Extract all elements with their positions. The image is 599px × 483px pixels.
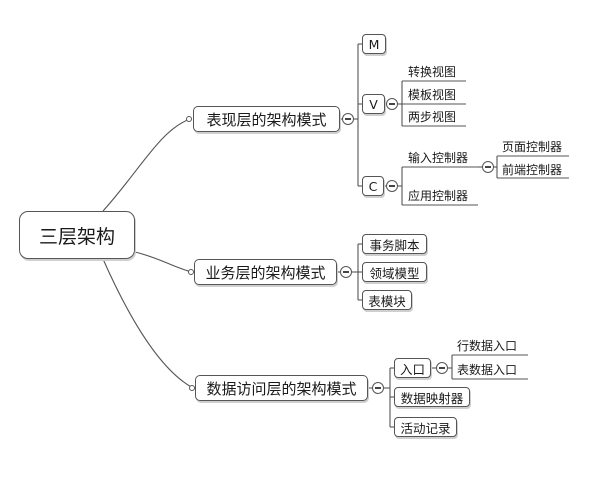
controller-item[interactable]: 页面控制器 [502,139,563,154]
model-node[interactable]: M [362,34,386,54]
branch-connector-dot [188,269,194,275]
gateway-item[interactable]: 表数据入口 [457,362,518,377]
app-controller-node[interactable]: 应用控制器 [408,188,469,203]
business-item[interactable]: 事务脚本 [362,234,427,254]
view-item[interactable]: 模板视图 [408,87,457,102]
root-node[interactable]: 三层架构 [19,211,135,259]
view-item[interactable]: 转换视图 [408,64,457,79]
controller-item[interactable]: 前端控制器 [502,162,563,177]
collapse-toggle-business[interactable] [340,266,352,278]
branch-connector-dot [189,385,195,391]
business-item[interactable]: 领域模型 [362,262,427,282]
collapse-toggle-controller[interactable] [386,180,398,192]
data-access-layer-node[interactable]: 数据访问层的架构模式 [195,375,368,401]
branch-connector-dot [186,116,192,122]
data-access-item[interactable]: 活动记录 [394,417,457,437]
business-item[interactable]: 表模块 [362,290,412,310]
view-node[interactable]: V [362,94,385,114]
gateway-item[interactable]: 行数据入口 [457,338,518,353]
gateway-node[interactable]: 入口 [394,358,431,378]
collapse-toggle-view[interactable] [386,98,398,110]
collapse-toggle-input-controller[interactable] [482,161,494,173]
controller-node[interactable]: C [362,176,384,196]
collapse-toggle-gateway[interactable] [436,362,448,374]
collapse-toggle-presentation[interactable] [342,113,354,125]
data-access-item[interactable]: 数据映射器 [394,387,470,407]
collapse-toggle-data-access[interactable] [372,382,384,394]
business-layer-node[interactable]: 业务层的架构模式 [194,259,337,285]
input-controller-node[interactable]: 输入控制器 [408,150,469,165]
presentation-layer-node[interactable]: 表现层的架构模式 [193,106,340,132]
view-item[interactable]: 两步视图 [408,109,457,124]
